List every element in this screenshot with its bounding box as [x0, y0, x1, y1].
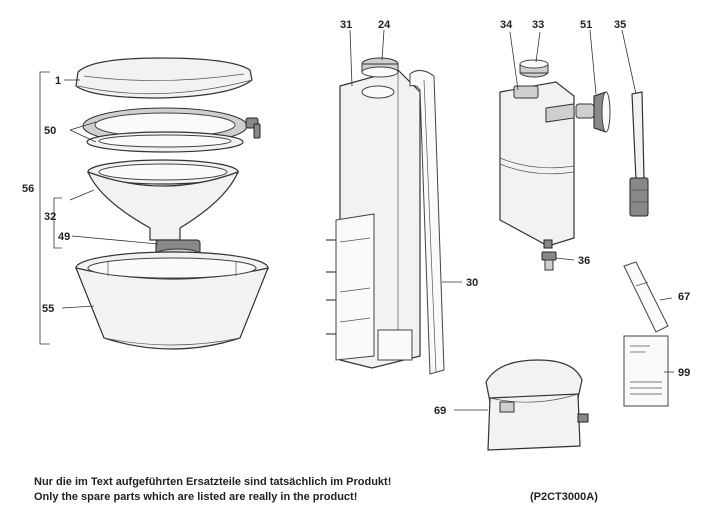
- callout-56: 56: [22, 183, 34, 195]
- callout-51: 51: [580, 19, 592, 31]
- part-cap: [361, 57, 399, 78]
- part-rod: [629, 91, 649, 217]
- part-manual: [623, 335, 669, 407]
- callout-50: 50: [44, 125, 56, 137]
- callout-30: 30: [466, 277, 478, 289]
- drawing-reference-code: (P2CT3000A): [530, 491, 598, 503]
- callout-1: 1: [55, 75, 61, 87]
- callout-labels: 1 50 56 32 49 55 31 24 30 34 33 51 35 36…: [22, 19, 690, 417]
- callout-34: 34: [500, 19, 513, 31]
- leader-lines: [61, 29, 674, 411]
- part-seal-strip: [409, 70, 445, 375]
- tank-assembly: [485, 59, 669, 451]
- part-valve: [541, 251, 557, 271]
- callout-99: 99: [678, 367, 690, 379]
- callout-49: 49: [58, 231, 70, 243]
- callout-69: 69: [434, 405, 446, 417]
- callout-55: 55: [42, 303, 54, 315]
- part-lid: [75, 57, 253, 99]
- part-housing: [326, 69, 421, 369]
- callout-33: 33: [532, 19, 544, 31]
- part-base-bowl: [75, 251, 269, 350]
- housing-assembly: [326, 57, 445, 375]
- part-funnel: [86, 159, 240, 241]
- callout-24: 24: [378, 19, 391, 31]
- callout-36: 36: [578, 255, 590, 267]
- callout-35: 35: [614, 19, 626, 31]
- footer-note-english: Only the spare parts which are listed ar…: [34, 491, 358, 503]
- part-tank-cap: [519, 59, 549, 78]
- footer-note-german: Nur die im Text aufgeführten Ersatzteile…: [34, 476, 392, 488]
- callout-31: 31: [340, 19, 352, 31]
- callout-67: 67: [678, 291, 690, 303]
- part-assembled-toilet: [485, 359, 589, 451]
- part-pump-coupling: [575, 91, 611, 133]
- part-lubricant-tube: [623, 261, 669, 333]
- callout-32: 32: [44, 211, 56, 223]
- group-bracket: [39, 71, 62, 345]
- bowl-assembly: [75, 57, 269, 350]
- part-seal-rings: [82, 107, 261, 153]
- part-water-tank: [499, 81, 575, 249]
